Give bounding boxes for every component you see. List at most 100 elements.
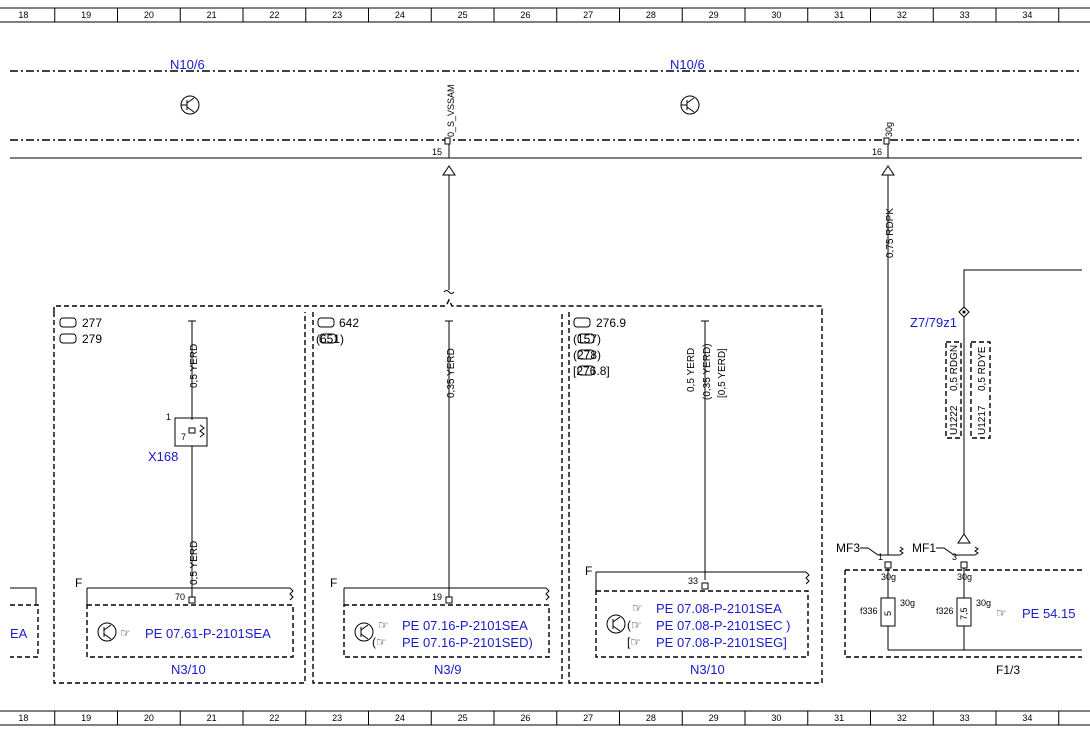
engine-278: (278) bbox=[573, 348, 601, 362]
wire-rdye: 0,5 RDYE bbox=[977, 346, 988, 391]
ruler-top-column-20: 20 bbox=[144, 10, 154, 20]
mf1: MF1 bbox=[912, 541, 936, 555]
pin-70: 70 bbox=[175, 592, 185, 602]
ruler-top-column-28: 28 bbox=[646, 10, 656, 20]
transistor-icon bbox=[680, 95, 700, 115]
can-line bbox=[53, 165, 823, 312]
ruler-top-column-19: 19 bbox=[81, 10, 91, 20]
mf3: MF3 bbox=[836, 541, 860, 555]
panel-a-footer: N3/10 bbox=[171, 662, 206, 677]
pointing-hand-icon: ☞ bbox=[632, 601, 643, 615]
panel-c: 276.9 (157) (278) [276.8] 0,5 YERD (0,35… bbox=[568, 312, 823, 684]
panel-c-footer: N3/10 bbox=[690, 662, 725, 677]
pin-3: 3 bbox=[952, 552, 957, 562]
ruler-top-column-23: 23 bbox=[332, 10, 342, 20]
engine-276-8: [276.8] bbox=[573, 364, 610, 378]
term-30g-b: 30g bbox=[957, 572, 972, 582]
ruler-bottom-column-28: 28 bbox=[646, 713, 656, 723]
engine-277: 277 bbox=[82, 316, 102, 330]
pointing-hand-icon: ☞ bbox=[378, 618, 389, 632]
fuse-block-footer: F1/3 bbox=[996, 663, 1020, 677]
ruler-bottom-column-31: 31 bbox=[834, 713, 844, 723]
ruler-bottom-column-21: 21 bbox=[207, 713, 217, 723]
f-label: F bbox=[330, 576, 337, 590]
transistor-icon bbox=[606, 614, 626, 634]
fuse-block: Z7/79z1 U1222 0,5 RDGN U1217 0,5 RDYE MF… bbox=[836, 269, 1082, 677]
pin-15: 15 bbox=[432, 147, 442, 157]
link-pe-07-08-seg[interactable]: PE 07.08-P-2101SEG] bbox=[656, 635, 787, 650]
pin-1: 1 bbox=[166, 412, 171, 422]
fuse-icon bbox=[956, 597, 972, 627]
ruler-bottom-column-29: 29 bbox=[709, 713, 719, 723]
term-30g-d: 30g bbox=[976, 598, 991, 608]
pointing-hand-icon: ☞ bbox=[120, 626, 131, 640]
pin-7: 7 bbox=[181, 432, 186, 442]
link-pe-07-16-sea[interactable]: PE 07.16-P-2101SEA bbox=[402, 618, 528, 633]
fuse-2-val: 7,5 bbox=[959, 607, 969, 620]
engine-279: 279 bbox=[82, 332, 102, 346]
engine-icon bbox=[577, 333, 595, 344]
wire-rdpk: 0,75 RDPK bbox=[885, 208, 896, 258]
wire-yerd-3: [0,5 YERD] bbox=[717, 348, 728, 398]
ruler-bottom-column-23: 23 bbox=[332, 713, 342, 723]
ruler-bottom-column-25: 25 bbox=[458, 713, 468, 723]
ruler-top-column-27: 27 bbox=[583, 10, 593, 20]
fuse-2-name: f326 bbox=[936, 606, 954, 616]
ruler-top-column-18: 18 bbox=[18, 10, 28, 20]
panel-a: 277 279 0,5 YERD 1 7 X168 0,5 YERD F 70 … bbox=[53, 312, 306, 684]
ruler-top-column-21: 21 bbox=[207, 10, 217, 20]
left-partial-box: EA bbox=[10, 587, 39, 658]
ruler-bottom-column-30: 30 bbox=[771, 713, 781, 723]
ruler-bottom-column-18: 18 bbox=[18, 713, 28, 723]
transistor-icon bbox=[354, 622, 374, 642]
ruler-top-column-31: 31 bbox=[834, 10, 844, 20]
link-pe-07-61[interactable]: PE 07.61-P-2101SEA bbox=[145, 626, 271, 641]
engine-icon bbox=[59, 317, 77, 344]
f-label: F bbox=[75, 576, 82, 590]
ruler-bottom-column-32: 32 bbox=[897, 713, 907, 723]
u1222: U1222 bbox=[949, 405, 960, 435]
connector-x168[interactable]: X168 bbox=[148, 449, 178, 464]
pointing-hand-icon: (☞ bbox=[627, 618, 642, 632]
fuse-1-val: 5 bbox=[883, 611, 893, 616]
n10-6-module: N10/6 N10/6 0_S_VSSAM 15 30g 16 bbox=[10, 57, 1082, 159]
ruler-bottom-column-19: 19 bbox=[81, 713, 91, 723]
pointing-hand-icon: (☞ bbox=[372, 635, 387, 649]
z7-79z1[interactable]: Z7/79z1 bbox=[910, 315, 957, 330]
link-pe-54-15[interactable]: PE 54.15 bbox=[1022, 606, 1076, 621]
ruler-top-column-24: 24 bbox=[395, 10, 405, 20]
engine-642: 642 bbox=[339, 316, 359, 330]
wire-rdgn: 0,5 RDGN bbox=[949, 345, 960, 391]
f-label: F bbox=[585, 564, 592, 578]
panel-b-footer: N3/9 bbox=[434, 662, 461, 677]
term-30g-a: 30g bbox=[881, 572, 896, 582]
left-partial-link[interactable]: EA bbox=[10, 626, 28, 641]
ruler-bottom-column-34: 34 bbox=[1022, 713, 1032, 723]
engine-icon bbox=[577, 349, 595, 360]
ruler-top-column-22: 22 bbox=[269, 10, 279, 20]
pin-1: 1 bbox=[878, 552, 883, 562]
engine-157: (157) bbox=[573, 332, 601, 346]
fuse-icon bbox=[880, 597, 896, 627]
signal-label: 0_S_VSSAM bbox=[446, 84, 456, 137]
n10-6-label-left[interactable]: N10/6 bbox=[170, 57, 205, 72]
pointing-hand-icon: ☞ bbox=[996, 606, 1007, 620]
term-30g: 30g bbox=[884, 122, 894, 137]
link-pe-07-08-sec[interactable]: PE 07.08-P-2101SEC ) bbox=[656, 618, 790, 633]
pin-33: 33 bbox=[688, 576, 698, 586]
transistor-icon bbox=[180, 95, 200, 115]
n10-6-label-right[interactable]: N10/6 bbox=[670, 57, 705, 72]
ruler-bottom-column-22: 22 bbox=[269, 713, 279, 723]
rdpk-wire: 0,75 RDPK bbox=[881, 165, 896, 555]
ruler-bottom-column-26: 26 bbox=[520, 713, 530, 723]
wire-yerd-bottom: 0,5 YERD bbox=[189, 541, 200, 585]
transistor-icon bbox=[97, 622, 117, 642]
pin-16: 16 bbox=[872, 147, 882, 157]
link-pe-07-16-sed[interactable]: PE 07.16-P-2101SED) bbox=[402, 635, 533, 650]
u1217: U1217 bbox=[977, 405, 988, 435]
pin-19: 19 bbox=[432, 592, 442, 602]
link-pe-07-08-sea[interactable]: PE 07.08-P-2101SEA bbox=[656, 601, 782, 616]
ruler-top-column-29: 29 bbox=[709, 10, 719, 20]
